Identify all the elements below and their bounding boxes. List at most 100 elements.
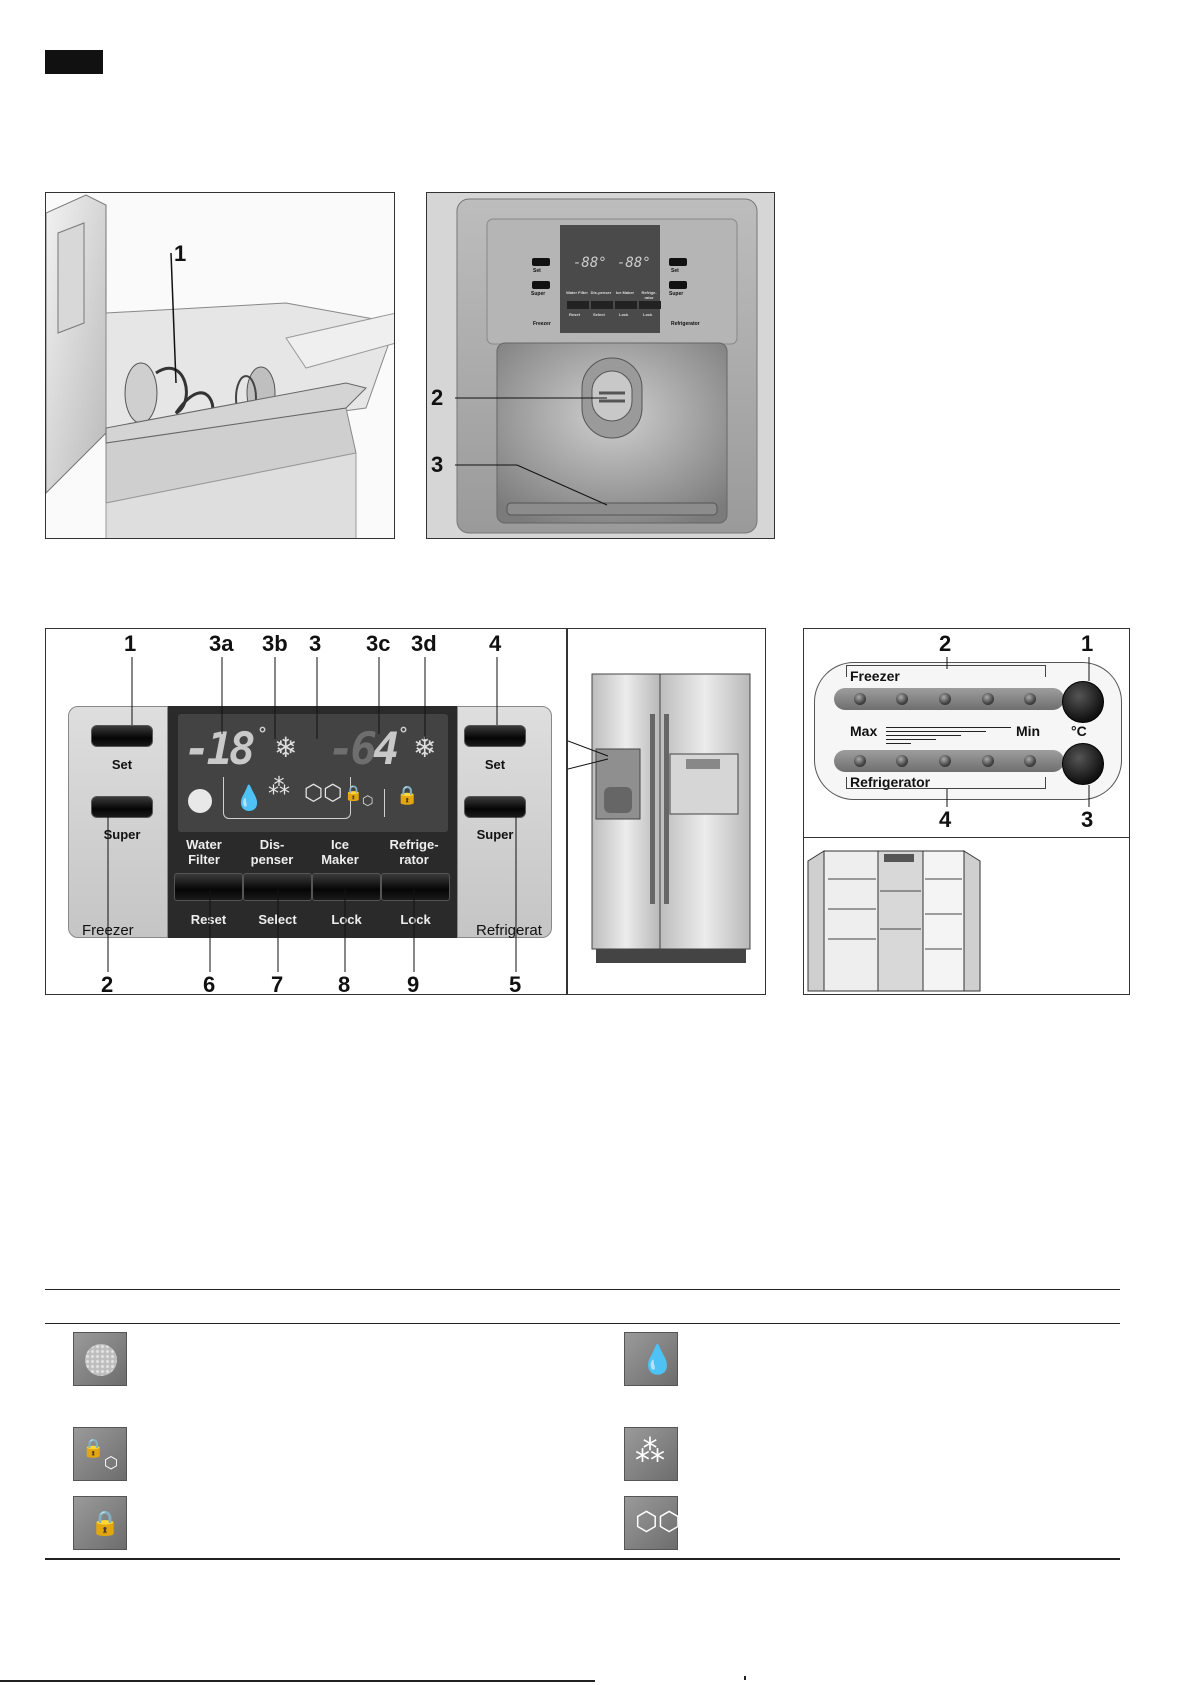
- scale-line: [886, 735, 961, 736]
- callout-2: 2: [939, 631, 952, 656]
- lcd-divider: [384, 789, 385, 817]
- mini-side-refrigerator: Refrigerator: [671, 321, 700, 327]
- mini-super-left: Super: [531, 291, 546, 297]
- callout-9: 9: [407, 972, 420, 995]
- scale-line: [886, 739, 936, 740]
- callout-3c: 3c: [366, 631, 391, 656]
- refrigerator-digit-dim: 6: [350, 724, 377, 775]
- reset-button[interactable]: [174, 873, 243, 901]
- mini-func-1: Water Filter: [566, 290, 588, 295]
- freezer-dial-button[interactable]: [1062, 681, 1104, 723]
- freezer-set-label: Set: [111, 757, 133, 772]
- refrigerator-set-button[interactable]: [464, 725, 526, 747]
- water-filter-symbol-icon: [73, 1332, 127, 1386]
- water-drop-icon: 💧: [234, 784, 264, 812]
- mini-func-4: Refrige-rator: [641, 290, 657, 300]
- callout-3: 3: [309, 631, 322, 656]
- figure-fridge-front: [567, 628, 766, 995]
- callout-6: 6: [203, 972, 216, 995]
- mini-btn-2: Select: [593, 312, 605, 317]
- callout-2: 2: [101, 972, 114, 995]
- refrigerator-indicator-led: [939, 755, 951, 767]
- freezer-indicator-led: [854, 693, 866, 705]
- freezer-bracket: [846, 665, 1046, 677]
- refrigerator-bracket: [846, 777, 1046, 789]
- water-filter-status-icon: [188, 789, 212, 813]
- function-label-line: Refrige-: [389, 837, 439, 852]
- callout-3: 3: [1081, 807, 1094, 832]
- scale-line: [886, 731, 986, 732]
- freezer-set-button[interactable]: [91, 725, 153, 747]
- table-top-rule: [45, 1289, 1120, 1290]
- scale-line: [886, 727, 1011, 728]
- mini-display-right: -88°: [617, 255, 651, 271]
- callout-3d: 3d: [411, 631, 437, 656]
- function-label-line: rator: [399, 852, 429, 867]
- callout-4: 4: [939, 807, 952, 832]
- mini-btn-3: Lock: [619, 312, 629, 317]
- freezer-minus: -: [184, 724, 210, 775]
- freezer-temperature: -18: [184, 724, 256, 775]
- table-bottom-rule: [45, 1558, 1120, 1560]
- ice-cubes-icon: ⬡⬡: [304, 781, 343, 806]
- refrigerator-degree: °: [399, 724, 408, 745]
- mini-func-3: Ice Maker: [615, 290, 635, 295]
- ice-maker-lock-icon: 🔒: [344, 784, 363, 802]
- fridge-front-illustration: [568, 673, 751, 963]
- footer-mark: [744, 1676, 746, 1680]
- function-label-line: Dis-: [259, 837, 285, 852]
- footer-rule: [0, 1680, 595, 1682]
- refrigerator-indicator-led: [1024, 755, 1036, 767]
- freezer-degree: °: [258, 724, 267, 745]
- scale-line: [886, 743, 911, 744]
- freezer-super-button[interactable]: [91, 796, 153, 818]
- refrigerator-temperature: -64: [328, 724, 399, 775]
- refrigerator-super-label: Super: [476, 827, 514, 842]
- figure-dial-controls: 2 1 Freezer Max Min °C Refrigerator 4 3: [803, 628, 1130, 995]
- ice-cube-icon: ⬡: [104, 1453, 118, 1472]
- crushed-ice-icon: ⁂: [635, 1434, 665, 1469]
- freezer-indicator-led: [896, 693, 908, 705]
- refrigerator-digit: 4: [373, 724, 399, 775]
- figure-control-panel: 1 3a 3b 3 3c 3d 4 -18 ° ❄ -64 ° ❄ 💧 ⁂ ⬡⬡…: [45, 628, 567, 995]
- refrigerator-lock-button[interactable]: [381, 873, 450, 901]
- bracket-icon-group: [223, 777, 351, 819]
- ice-maker-lock-button[interactable]: [312, 873, 381, 901]
- refrigerator-indicator-led: [982, 755, 994, 767]
- callout-5: 5: [509, 972, 522, 995]
- lock-icon: 🔒: [82, 1438, 105, 1459]
- freezer-super-snowflake-icon: ❄: [274, 731, 298, 764]
- refrigerator-indicator-led: [854, 755, 866, 767]
- mini-func-2: Dis-penser: [590, 290, 612, 295]
- water-drop-symbol-icon: 💧: [624, 1332, 678, 1386]
- figure-dispenser: -88° -88° Set Set Super Super Water Filt…: [426, 192, 775, 539]
- callout-8: 8: [338, 972, 351, 995]
- callout-7: 7: [271, 972, 284, 995]
- refrigerator-side-label: Refrigerat: [476, 922, 542, 939]
- freezer-indicator-led: [939, 693, 951, 705]
- crushed-ice-icon: ⁂: [268, 775, 290, 800]
- unit-label: °C: [1071, 723, 1087, 739]
- freezer-digits: 18: [206, 724, 256, 775]
- function-label-refrigerator: Refrige-rator: [379, 837, 449, 867]
- refrigerator-dial-button[interactable]: [1062, 743, 1104, 785]
- function-label-line: Maker: [321, 852, 359, 867]
- callout-2: 2: [431, 385, 444, 410]
- ice-maker-lock-symbol-icon: 🔒 ⬡: [73, 1427, 127, 1481]
- min-label: Min: [1016, 723, 1041, 739]
- figure-ice-maker: 1: [45, 192, 395, 539]
- function-label-dispenser: Dis-penser: [242, 837, 302, 867]
- callout-1: 1: [124, 631, 137, 656]
- freezer-super-label: Super: [103, 827, 141, 842]
- refrigerator-lock-icon: 🔒: [396, 785, 419, 806]
- water-drop-icon: 💧: [640, 1343, 675, 1376]
- refrigerator-super-button[interactable]: [464, 796, 526, 818]
- callout-3: 3: [431, 452, 444, 477]
- refrigerator-lock-symbol-icon: 🔒: [73, 1496, 127, 1550]
- function-label-line: penser: [250, 852, 294, 867]
- mini-btn-4: Lock: [643, 312, 653, 317]
- refrigerator-minus: -: [328, 724, 354, 775]
- crushed-ice-symbol-icon: ⁂: [624, 1427, 678, 1481]
